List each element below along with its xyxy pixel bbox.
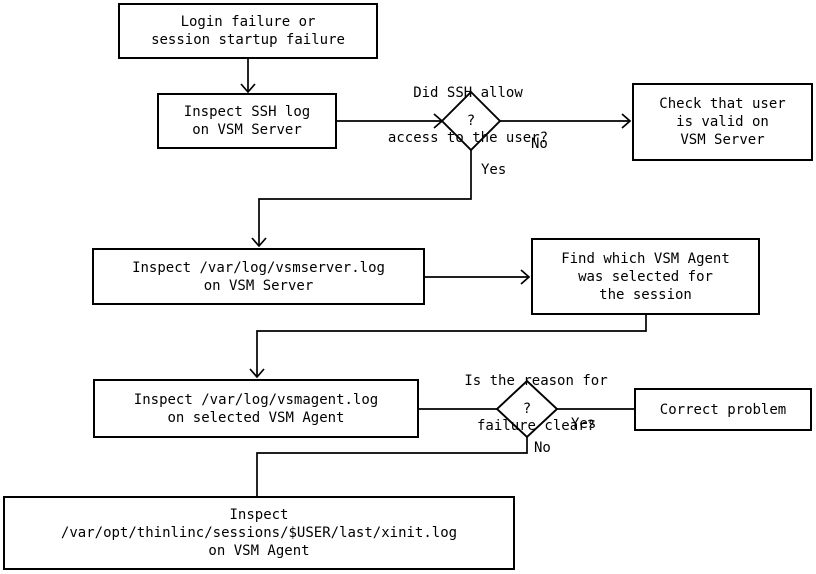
arrowhead-right-icon (621, 113, 632, 129)
question-line: Is the reason for (464, 373, 608, 389)
node-line: Correct problem (659, 401, 787, 418)
node-inspect-xinit-log: Inspect /var/opt/thinlinc/sessions/$USER… (3, 496, 515, 570)
node-line: /var/opt/thinlinc/sessions/$USER/last/xi… (60, 525, 458, 541)
node-correct-problem: Correct problem (634, 388, 812, 431)
edge-decision-no-to-xinit-log (256, 437, 528, 496)
node-line: Inspect /var/log/vsmserver.log (132, 259, 385, 276)
node-line: on VSM Agent (208, 543, 310, 559)
node-check-user-valid: Check that user is valid on VSM Server (632, 83, 813, 161)
question-line: failure clear? (476, 418, 595, 434)
node-line: was selected for (578, 268, 713, 285)
node-login-failure: Login failure or session startup failure (118, 3, 378, 59)
arrowhead-right-icon (520, 269, 531, 285)
arrowhead-down-icon (251, 237, 267, 248)
node-inspect-ssh-log: Inspect SSH log on VSM Server (157, 93, 337, 149)
decision-diamond-ssh-access (440, 90, 502, 152)
arrowhead-down-icon (240, 83, 256, 94)
decision-diamond-reason-clear (495, 379, 559, 439)
node-line: on VSM Server (192, 122, 302, 138)
node-line: is valid on (676, 114, 769, 130)
node-line: session startup failure (151, 32, 345, 48)
decision-question-reason-clear: Is the reason for failure clear? (436, 344, 636, 464)
edge-find-agent-to-vsmagent-log (256, 315, 647, 376)
node-line: on selected VSM Agent (167, 409, 345, 426)
edge-decision-yes-to-vsmserver-log (258, 149, 472, 245)
node-line: Login failure or (180, 14, 316, 30)
branch-label-no: No (534, 440, 551, 456)
node-line: Find which VSM Agent (561, 250, 730, 267)
node-line: VSM Server (680, 132, 765, 148)
decision-symbol-reason-clear: ? (522, 401, 532, 417)
node-line: on VSM Server (203, 277, 314, 294)
node-find-vsm-agent: Find which VSM Agent was selected for th… (531, 238, 760, 315)
node-inspect-vsmserver-log: Inspect /var/log/vsmserver.log on VSM Se… (92, 248, 425, 305)
decision-symbol-ssh-access: ? (466, 113, 476, 129)
arrowhead-down-icon (249, 368, 265, 379)
question-line: Did SSH allow (413, 85, 523, 101)
branch-label-yes: Yes (571, 416, 597, 432)
branch-label-yes: Yes (481, 162, 507, 178)
decision-question-ssh-access: Did SSH allow access to the user? (368, 56, 568, 176)
node-line: Check that user (659, 96, 786, 112)
node-line: Inspect SSH log (183, 104, 311, 120)
node-inspect-vsmagent-log: Inspect /var/log/vsmagent.log on selecte… (93, 379, 419, 438)
node-line: Inspect (229, 507, 289, 523)
node-line: the session (599, 286, 692, 303)
question-line: access to the user? (387, 130, 549, 146)
branch-label-no: No (531, 136, 548, 152)
node-line: Inspect /var/log/vsmagent.log (133, 391, 379, 408)
